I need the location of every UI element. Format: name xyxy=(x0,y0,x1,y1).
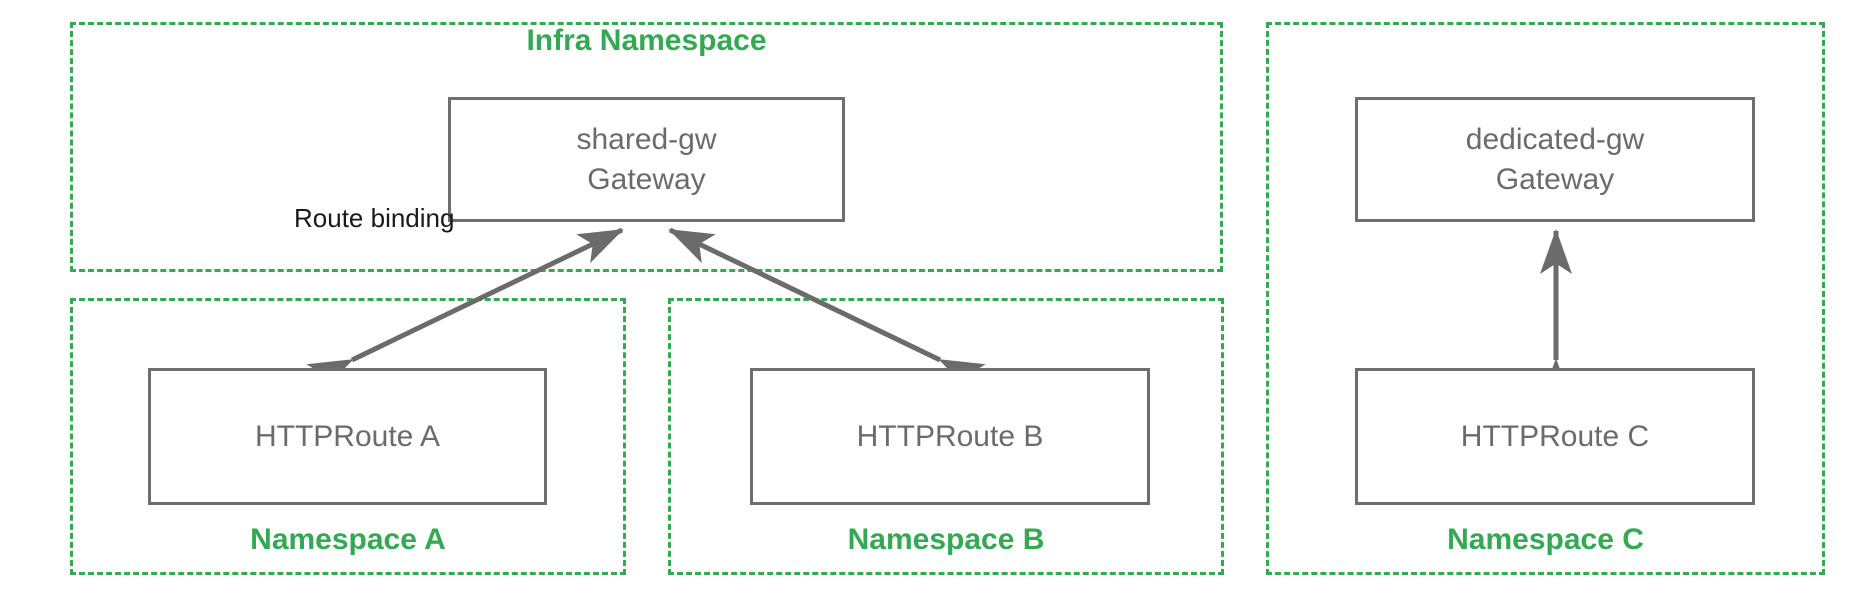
namespace-label-infra: Infra Namespace xyxy=(526,24,767,57)
node-shared-gw-gateway[interactable]: shared-gw Gateway xyxy=(448,97,845,222)
namespace-label-c: Namespace C xyxy=(1447,523,1644,556)
node-httproute-c-label: HTTPRoute C xyxy=(1460,419,1650,453)
node-httproute-a[interactable]: HTTPRoute A xyxy=(148,368,547,505)
node-httproute-b-label: HTTPRoute B xyxy=(856,419,1044,453)
node-httproute-c[interactable]: HTTPRoute C xyxy=(1355,368,1755,505)
node-shared-gw-line-1: shared-gw xyxy=(576,122,717,156)
node-shared-gw-line-2: Gateway xyxy=(587,162,706,196)
namespace-label-a: Namespace A xyxy=(250,523,446,556)
node-dedicated-gw-line-2: Gateway xyxy=(1495,162,1615,196)
namespace-box-infra xyxy=(70,22,1223,272)
namespace-label-b: Namespace B xyxy=(847,523,1045,556)
node-dedicated-gw-gateway[interactable]: dedicated-gw Gateway xyxy=(1355,97,1755,222)
node-httproute-b[interactable]: HTTPRoute B xyxy=(750,368,1150,505)
node-httproute-a-label: HTTPRoute A xyxy=(254,419,441,453)
namespace-box-c xyxy=(1266,22,1825,575)
edge-label-route-binding: Route binding xyxy=(294,203,455,233)
node-dedicated-gw-line-1: dedicated-gw xyxy=(1465,122,1645,156)
